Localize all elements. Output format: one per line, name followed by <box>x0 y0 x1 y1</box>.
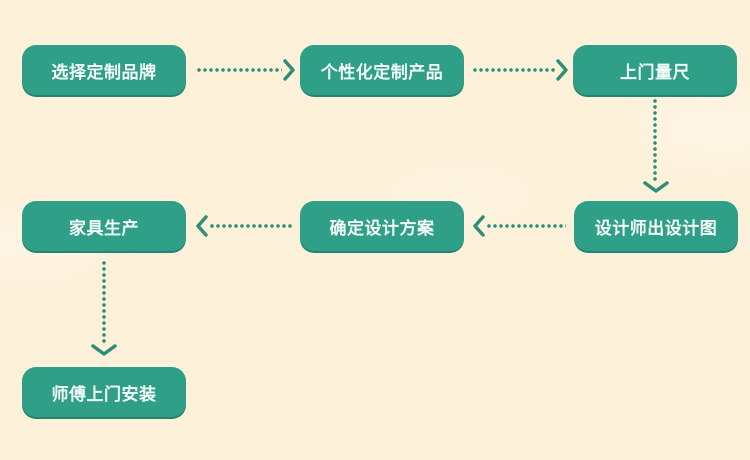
chevron-left-icon <box>473 215 485 237</box>
chevron-right-icon <box>556 59 568 81</box>
chevron-left-icon <box>196 215 208 237</box>
step-label: 个性化定制产品 <box>320 62 444 83</box>
step-label: 上门量尺 <box>620 62 690 83</box>
connector-dotted <box>209 224 293 228</box>
step-onsite-measure[interactable]: 上门量尺 <box>573 45 737 95</box>
connector-dotted <box>486 224 566 228</box>
connector-dotted <box>653 98 657 182</box>
step-confirm-design[interactable]: 确定设计方案 <box>300 201 464 251</box>
connector-dotted <box>472 68 556 72</box>
step-furniture-production[interactable]: 家具生产 <box>22 201 186 251</box>
step-label: 设计师出设计图 <box>594 218 718 239</box>
connector-dotted <box>102 260 106 344</box>
step-label: 确定设计方案 <box>329 218 435 239</box>
step-label: 师傅上门安装 <box>51 384 157 405</box>
step-select-brand[interactable]: 选择定制品牌 <box>22 45 186 95</box>
step-onsite-installation[interactable]: 师傅上门安装 <box>22 367 186 417</box>
step-designer-drawing[interactable]: 设计师出设计图 <box>574 201 738 251</box>
chevron-down-icon <box>643 181 669 193</box>
step-customize-product[interactable]: 个性化定制产品 <box>300 45 464 95</box>
step-label: 选择定制品牌 <box>51 62 157 83</box>
connector-dotted <box>196 68 282 72</box>
chevron-right-icon <box>283 59 295 81</box>
chevron-down-icon <box>91 344 117 356</box>
step-label: 家具生产 <box>69 218 139 239</box>
